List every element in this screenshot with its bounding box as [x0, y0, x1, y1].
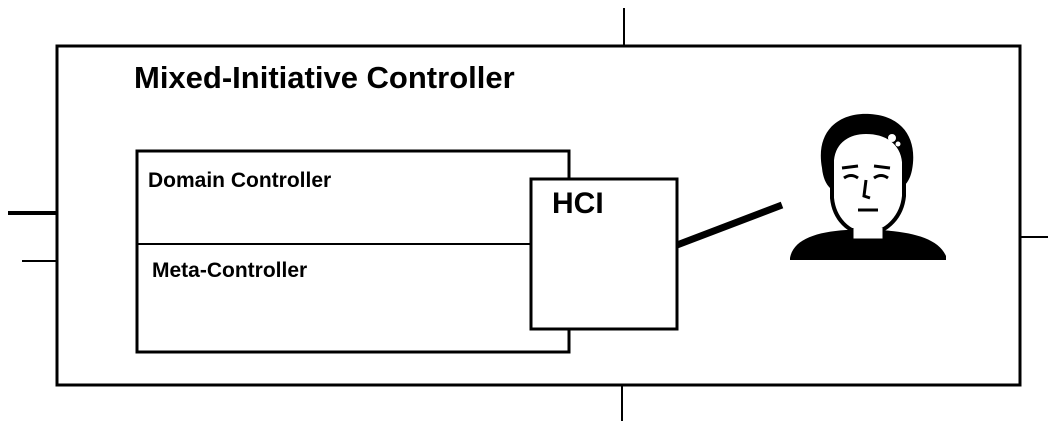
hci-human-link — [677, 205, 782, 245]
hci-label: HCI — [552, 189, 604, 219]
domain-controller-label: Domain Controller — [148, 170, 331, 191]
human-neck — [852, 228, 884, 240]
human-hair-clip-dot — [896, 142, 901, 147]
human-hair-clip — [888, 134, 896, 142]
meta-controller-label: Meta-Controller — [152, 260, 307, 281]
human-face-icon — [790, 114, 946, 260]
human-face — [832, 132, 904, 234]
human-left-eyebrow — [842, 166, 858, 168]
mixed-initiative-title: Mixed-Initiative Controller — [134, 62, 515, 93]
human-right-eyebrow — [874, 166, 890, 168]
